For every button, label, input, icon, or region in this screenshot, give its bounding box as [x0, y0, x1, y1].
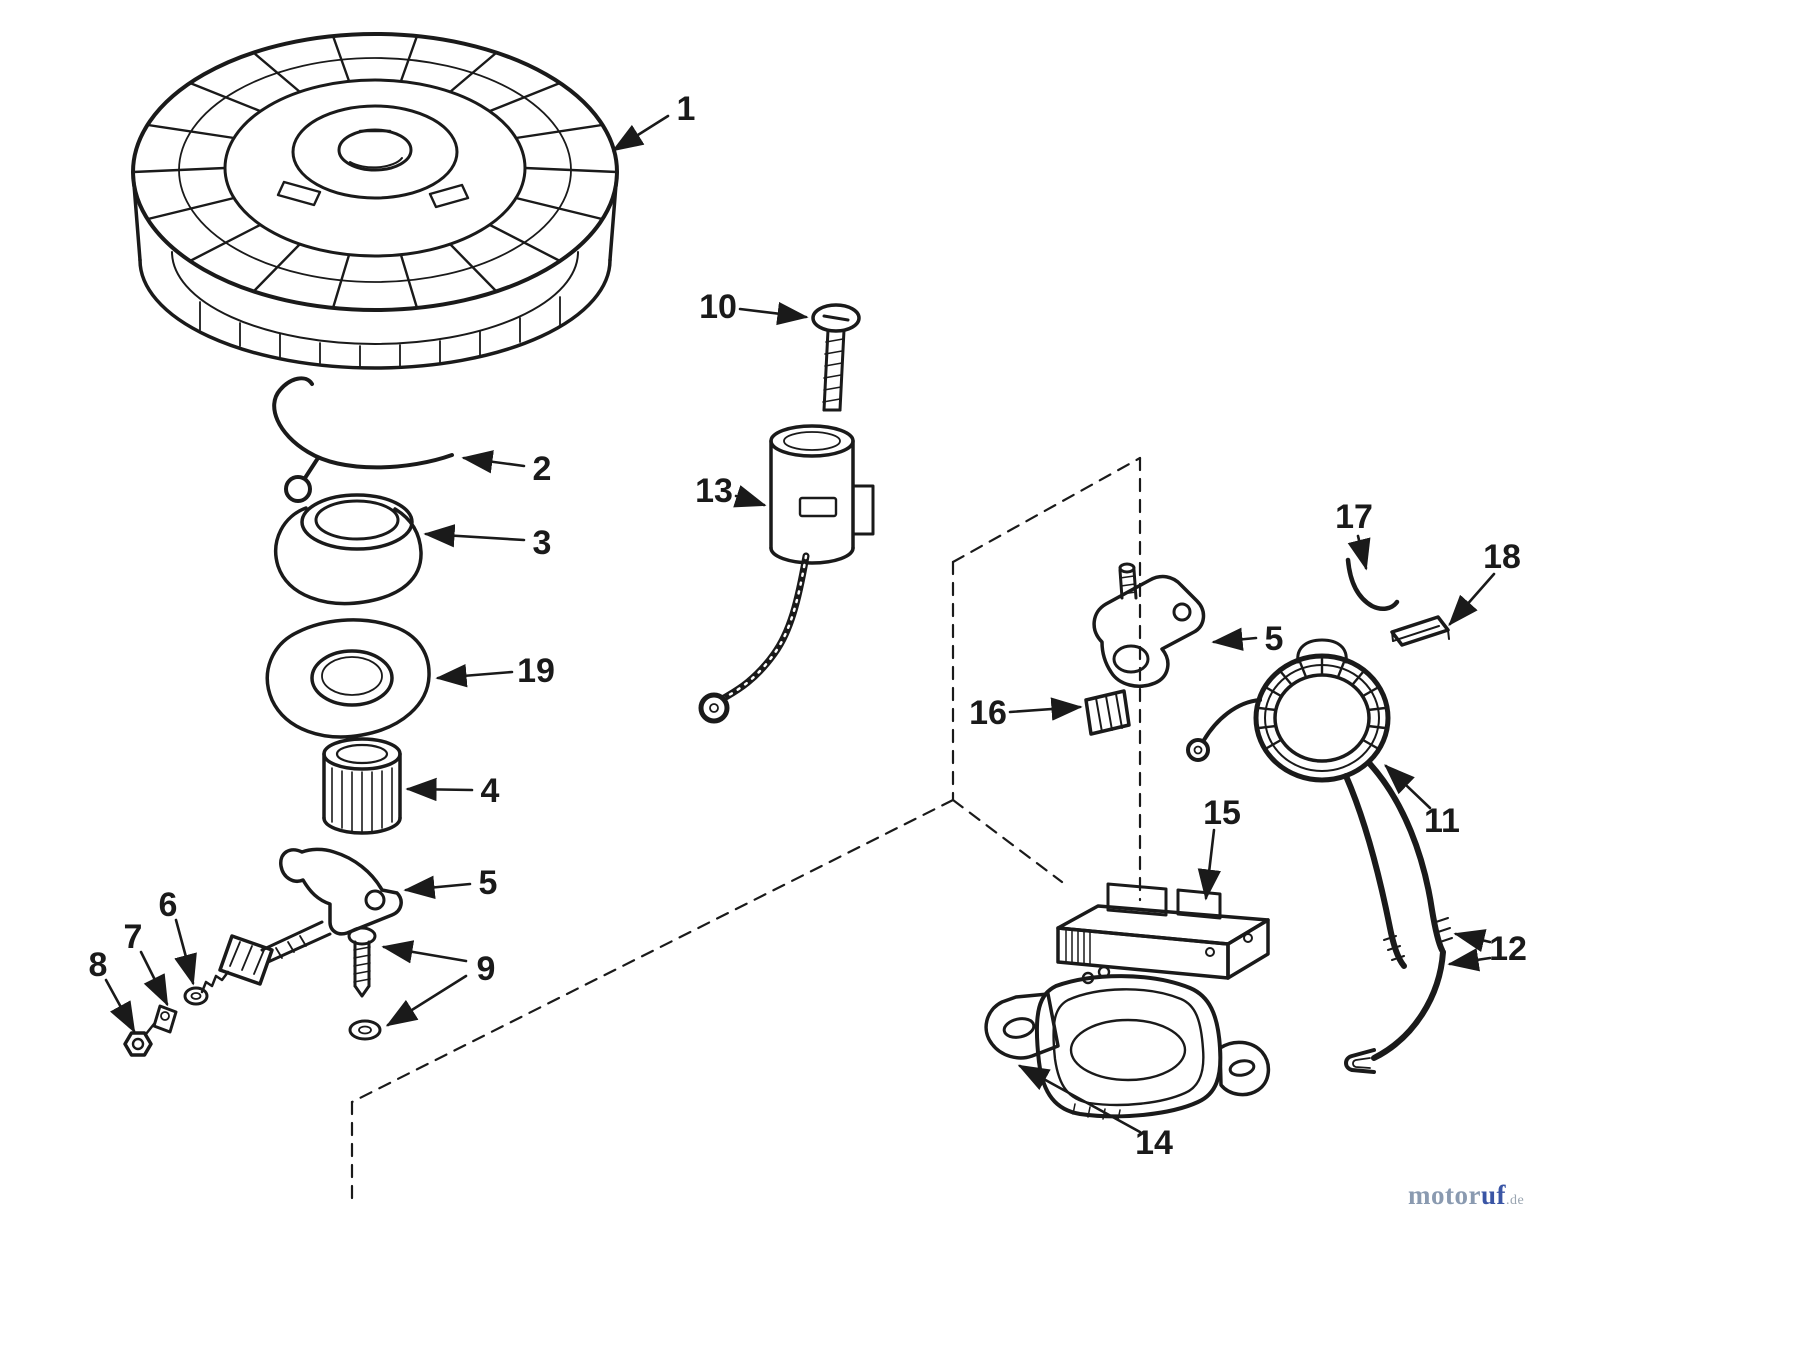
breaker-bracket-right-drawing [1092, 562, 1206, 688]
contact-block-drawing [1084, 689, 1131, 736]
callout-1-label: 1 [677, 90, 696, 128]
oil-seal-cup-drawing [274, 493, 423, 606]
watermark-logo: motoruf.de [1408, 1180, 1524, 1211]
callout-1: 1 [611, 90, 696, 152]
cap-screw-drawing [811, 303, 861, 412]
callout-17: 17 [1335, 498, 1373, 571]
callout-19: 19 [435, 652, 555, 690]
washer-drawing [183, 986, 209, 1006]
callout-9-label: 9 [477, 950, 496, 988]
callout-5-right-label: 5 [1265, 620, 1284, 658]
callout-16-label: 16 [969, 694, 1007, 732]
callout-12: 12 [1447, 929, 1527, 972]
callout-6: 6 [159, 886, 197, 986]
callout-8-label: 8 [89, 946, 108, 984]
ignition-coil-drawing [1186, 638, 1391, 783]
callout-12-label: 12 [1489, 930, 1527, 968]
retainer-spring-clip-drawing [272, 376, 454, 503]
screw-and-washer-drawing [347, 926, 382, 1041]
callout-15-label: 15 [1203, 794, 1241, 832]
callout-19-label: 19 [517, 652, 555, 690]
callout-3: 3 [423, 524, 552, 562]
callout-16: 16 [969, 694, 1083, 732]
callout-7: 7 [124, 918, 169, 1007]
callout-4: 4 [405, 772, 500, 810]
spacer-plate-drawing [265, 618, 431, 739]
callout-11-label: 11 [1424, 802, 1460, 840]
callout-8: 8 [89, 946, 136, 1034]
callout-7-label: 7 [124, 918, 143, 956]
callout-18: 18 [1448, 538, 1521, 626]
watermark-brand: motor [1408, 1180, 1481, 1210]
callout-17-label: 17 [1335, 498, 1373, 536]
terminal-bracket-drawing [144, 1004, 178, 1036]
retainer-clip-drawing [1345, 557, 1400, 612]
flywheel-skirt-fins [199, 296, 561, 368]
magneto-base-drawing [984, 965, 1271, 1121]
callout-13-label: 13 [695, 472, 733, 510]
callout-2-label: 2 [533, 450, 552, 488]
coil-hatch [1257, 656, 1387, 750]
callout-4-label: 4 [481, 772, 500, 810]
nut-drawing [123, 1031, 153, 1057]
callout-10-label: 10 [699, 288, 737, 326]
breaker-cam-left-drawing [200, 847, 403, 994]
watermark-brand2: uf [1480, 1180, 1506, 1210]
insulator-block-drawing [1390, 615, 1450, 647]
callout-5-right: 5 [1211, 620, 1284, 658]
callout-11: 11 [1384, 764, 1460, 840]
bearing-sleeve-drawing [322, 737, 402, 835]
coil-lead-wires-drawing [1343, 761, 1453, 1074]
callout-14-label: 14 [1135, 1124, 1173, 1162]
condenser-drawing [698, 424, 875, 724]
flywheel-fins [131, 34, 619, 310]
callout-5-left: 5 [403, 864, 498, 902]
callout-9: 9 [381, 940, 496, 1027]
callout-6-label: 6 [159, 886, 178, 924]
callout-2: 2 [461, 450, 552, 488]
callout-14: 14 [1017, 1064, 1173, 1162]
callout-10: 10 [699, 288, 809, 326]
callout-13: 13 [695, 472, 767, 510]
watermark-suffix: .de [1505, 1193, 1525, 1208]
callout-5-left-label: 5 [479, 864, 498, 902]
callout-3-label: 3 [533, 524, 552, 562]
construction-dashed-lines [350, 456, 1142, 1200]
callout-18-label: 18 [1483, 538, 1521, 576]
flywheel-drawing [131, 32, 619, 370]
lamination-core-drawing [1056, 882, 1270, 980]
callout-15: 15 [1197, 794, 1241, 901]
